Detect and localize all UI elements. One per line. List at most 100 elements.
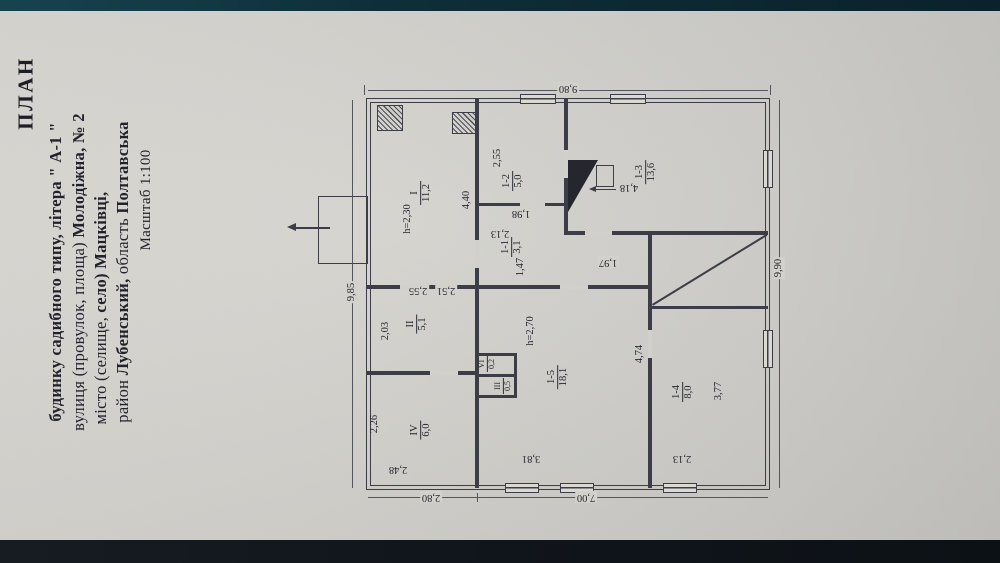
dimension-label: 2,26 [369,414,381,434]
dimension-label: 2,48 [388,463,408,475]
window-symbol [663,483,697,493]
door-opening [648,330,652,358]
door-opening [560,285,588,289]
room-number: 1-4 [671,382,684,402]
dimension-line [368,497,768,498]
door-opening [475,240,479,268]
scale-note: Масштаб 1:100 [137,149,154,251]
dimension-label: 3,81 [521,452,541,464]
room-number: 1-5 [546,364,559,390]
room-area: 5,1 [417,317,429,331]
page-title: ПЛАН [13,56,38,130]
background-bottom-bar [0,540,1000,563]
dimension-label: 9,85 [346,280,358,304]
room-area: 8,0 [683,385,695,399]
region-label-text: область [112,213,132,275]
dimension-label: 2,51 [434,284,458,296]
stove-hatch-symbol [377,105,403,131]
room-area: 6,0 [421,423,433,437]
room-area: 0,5 [502,381,512,391]
room-number: I [409,181,422,205]
room-area: 3,1 [512,240,524,254]
dimension-label: 9,80 [556,82,580,94]
room-number: 1-3 [634,159,647,185]
door-opening [430,371,458,375]
dimension-label: 7,00 [574,491,598,503]
district-value-text: Лубенський, [112,274,132,376]
room-number: 1-1 [500,237,513,257]
dimension-label: 2,80 [419,491,443,503]
room-number: 1-2 [501,171,514,191]
dimension-label: 4,74 [634,344,646,364]
room-number: II [405,314,418,334]
dimension-arrow-icon [589,186,596,192]
title-line-building-type: будинку садибного типу, літера " А-1 " [45,120,65,423]
dimension-tick [364,85,365,95]
building-type-text: будинку садибного типу, літера " А-1 " [45,122,65,422]
flue-symbol [596,165,614,187]
title-line-settlement: місто (селище, село) Мацківці, [90,190,110,427]
closet-wall [479,374,517,377]
street-label-text: вулиця (провулок, площа) [68,237,88,431]
door-opening [564,150,568,178]
dimension-label: 2,03 [380,321,392,341]
room-area: 11,2 [421,184,433,202]
dimension-tick [477,493,478,502]
dimension-tick [770,85,771,95]
dimension-arrow-line [594,189,616,191]
interior-wall [648,231,652,488]
region-value-text: Полтавська [112,121,132,214]
closet-wall [479,395,517,398]
title-line-street: вулиця (провулок, площа) Молодіжна, № 2 [68,111,88,433]
room-number: IV [409,420,422,440]
interior-wall [648,306,768,309]
porch-outline [318,196,368,264]
interior-wall [564,231,768,235]
window-symbol [763,330,773,368]
dimension-label: 1,97 [596,256,620,268]
interior-wall [475,98,479,488]
dimension-label: 2,55 [406,284,430,296]
ceiling-height-note: h=2,70 [525,316,537,346]
window-symbol [610,94,646,104]
entrance-arrow-line [294,227,330,229]
closet-wall [479,353,517,356]
room-area: 0,2 [486,359,496,369]
window-symbol [520,94,556,104]
door-opening [585,231,612,235]
window-symbol [505,483,539,493]
stove-hatch-symbol [452,112,476,134]
ceiling-height-note: h=2,30 [402,204,414,234]
room-area: 5,0 [513,174,525,188]
title-line-district: район Лубенський, область Полтавська [112,119,132,424]
district-label-text: район [112,375,132,423]
dimension-line [779,100,780,488]
paper-sheet [0,11,1000,540]
dimension-label: 3,77 [713,381,725,401]
room-area: 18,1 [558,367,570,387]
dimension-label: 2,55 [492,148,504,168]
settlement-label-text: місто (селище, [90,312,110,425]
window-symbol [763,150,773,188]
dimension-label: 2,13 [672,452,692,464]
door-opening [520,203,545,206]
dimension-label: 4,40 [461,190,473,210]
dimension-label: 1,47 [515,257,527,277]
dimension-label: 1,98 [509,207,533,219]
settlement-value-text: село) Мацківці, [90,191,110,313]
entrance-arrow-icon [287,223,296,231]
background-top-bar [0,0,1000,11]
interior-wall [366,371,479,375]
room-area: 13,6 [646,162,658,182]
